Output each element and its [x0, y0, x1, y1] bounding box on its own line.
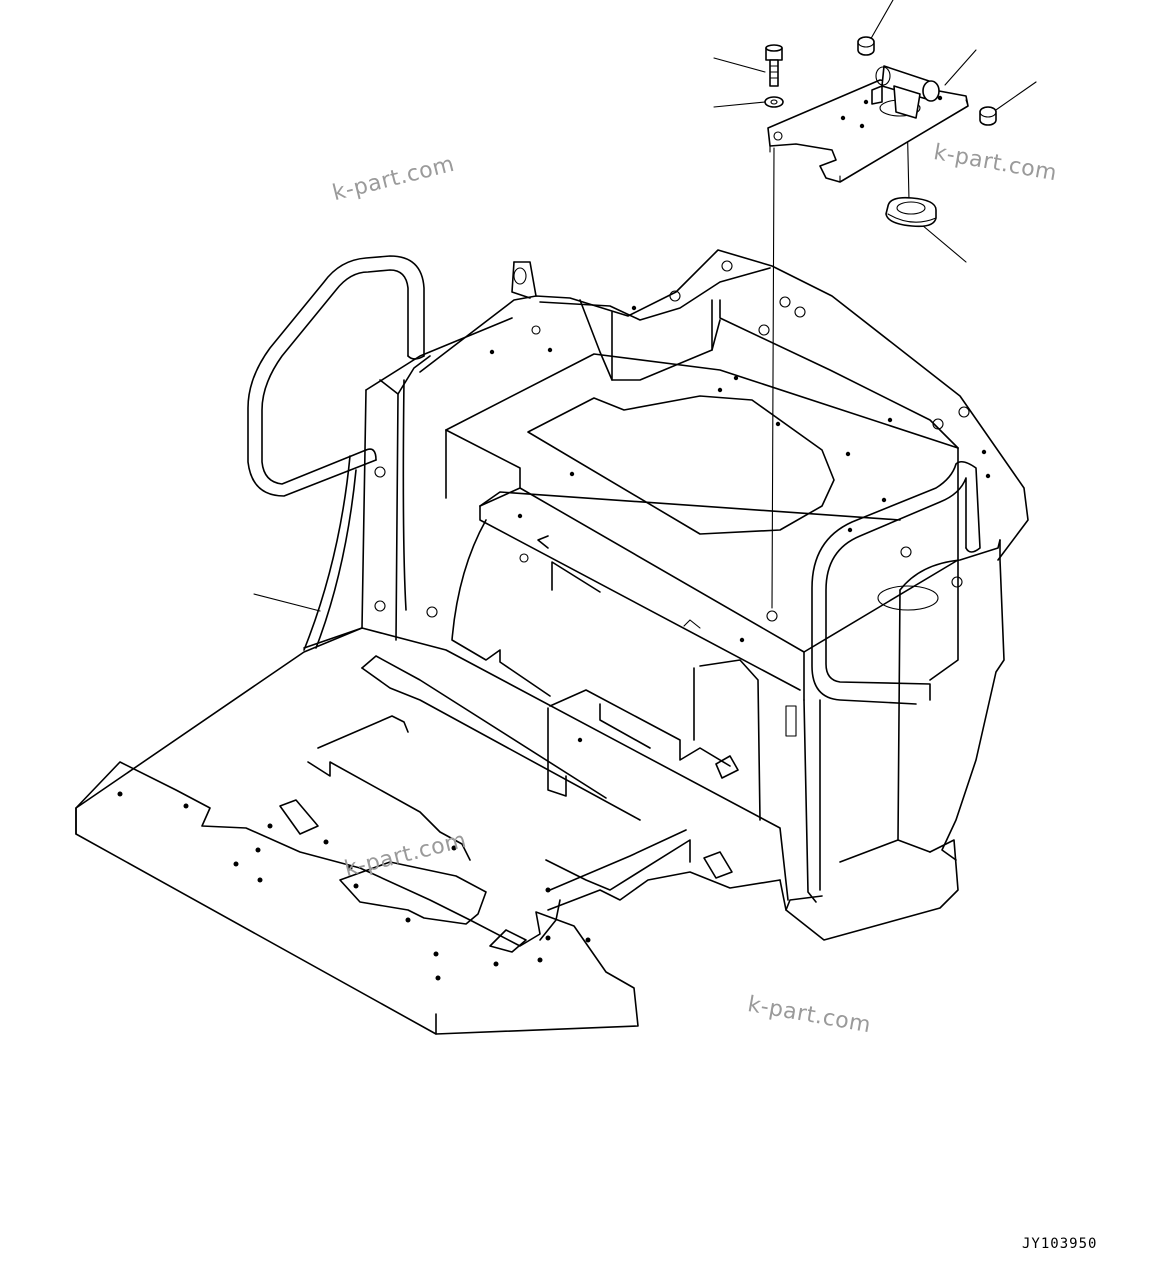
mounting-holes [117, 260, 991, 981]
leader-line-spacer-right [992, 81, 1037, 113]
leader-line-spacer-top [868, 0, 894, 43]
drawing-code-label: JY103950 [1022, 1236, 1098, 1252]
frame-upper-deck [419, 249, 1029, 561]
spacer-top-part [857, 36, 875, 56]
bolt-part [765, 44, 783, 87]
leader-line-frame [253, 593, 321, 612]
frame-center-box [445, 353, 959, 903]
leader-line-washer [713, 101, 766, 108]
washer-part [764, 96, 784, 108]
spacer-right-part [979, 106, 997, 126]
leader-line-grommet [921, 224, 967, 263]
leader-line-bolt [713, 57, 766, 73]
leader-line-bracket [944, 49, 977, 86]
bracket-plate-part [767, 65, 969, 183]
leader-lines [253, 0, 1037, 612]
grommet-part [885, 196, 937, 228]
right-handrail [479, 460, 981, 705]
frame-floor-plate [75, 627, 959, 1035]
frame-left-wall [303, 317, 513, 651]
bolt-alignment-line [771, 147, 775, 609]
alignment-lines [771, 111, 910, 609]
